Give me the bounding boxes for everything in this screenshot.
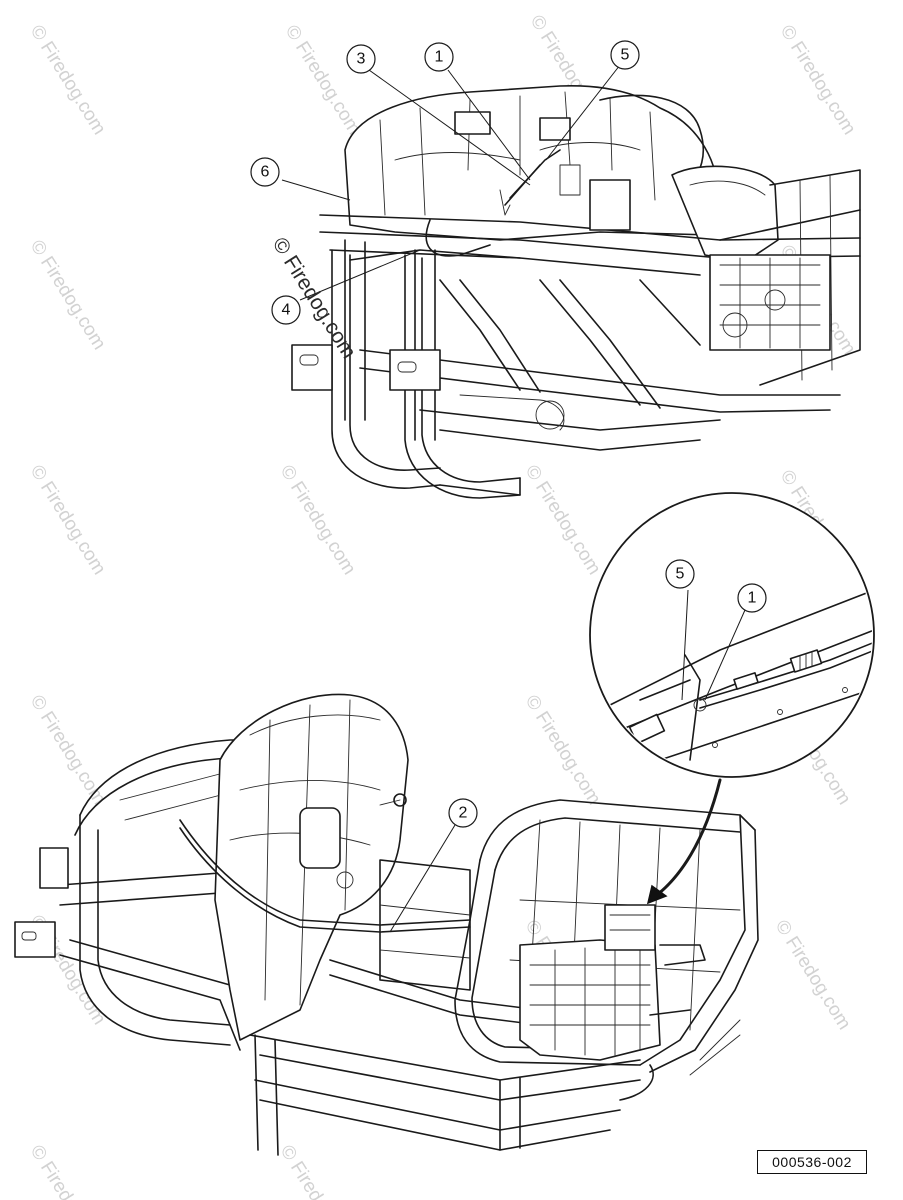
callout-number: 3: [357, 51, 366, 68]
watermark-text: © Firedog.com: [281, 22, 365, 139]
watermark-text: © Firedog.com: [26, 692, 110, 809]
callout-1: 1: [424, 42, 454, 72]
callout-number: 5: [621, 47, 630, 64]
detail-inset: [589, 492, 875, 905]
callout-number: 6: [261, 164, 270, 181]
callout-number: 1: [748, 590, 757, 607]
callout-5: 5: [610, 40, 640, 70]
watermark-text: © Firedog.com: [276, 1142, 360, 1200]
top-frame-view: [291, 84, 861, 499]
detail-callout-1: 1: [737, 583, 767, 613]
callout-6: 6: [250, 157, 280, 187]
bottom-chassis-view: [14, 693, 759, 1156]
watermark-text: © Firedog.com: [26, 22, 110, 139]
callout-leaders: [281, 64, 746, 933]
watermark-text: © Firedog.com: [776, 22, 860, 139]
callout-number: 2: [459, 805, 468, 822]
watermark-text: © Firedog.com: [521, 692, 605, 809]
watermark-text: © Firedog.com: [26, 1142, 110, 1200]
callout-4: 4: [271, 295, 301, 325]
watermark-text: © Firedog.com: [276, 462, 360, 579]
watermark-text: © Firedog.com: [26, 462, 110, 579]
callout-number: 4: [282, 302, 291, 319]
callout-number: 1: [435, 49, 444, 66]
watermark-text: © Firedog.com: [26, 237, 110, 354]
callout-number: 5: [676, 566, 685, 583]
detail-callout-5: 5: [665, 559, 695, 589]
callout-3: 3: [346, 44, 376, 74]
watermark-text: © Firedog.com: [771, 917, 855, 1034]
figure-code: 000536-002: [757, 1150, 867, 1174]
callout-2: 2: [448, 798, 478, 828]
watermark-text: © Firedog.com: [521, 462, 605, 579]
